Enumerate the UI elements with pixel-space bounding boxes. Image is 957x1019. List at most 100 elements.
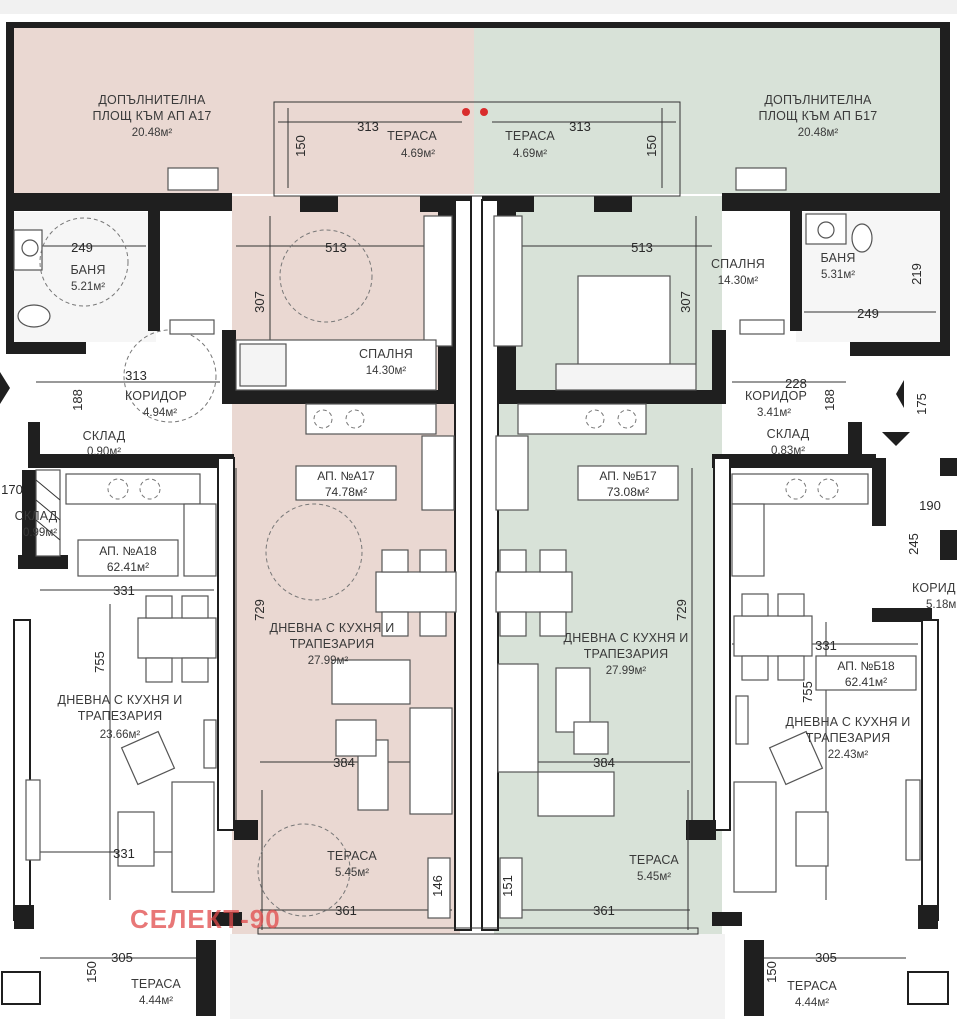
- room-name: ДНЕВНА С КУХНЯ И: [58, 693, 183, 707]
- room-area: 5.45м²: [637, 871, 671, 883]
- apt-area-a17: 74.78м²: [325, 485, 367, 499]
- dimension-label: 729: [674, 599, 689, 621]
- room-name: ДНЕВНА С КУХНЯ И: [564, 631, 689, 645]
- apt-area-a18: 62.41м²: [107, 560, 149, 574]
- zone-extra-a17: [14, 28, 474, 194]
- room-name: ДНЕВНА С КУХНЯ И: [270, 621, 395, 635]
- room-area: 22.43м²: [828, 749, 869, 761]
- dimension-label: 146: [430, 875, 445, 897]
- room-name: ДОПЪЛНИТЕЛНА: [764, 93, 872, 107]
- zone-bottom-strip: [230, 934, 725, 1019]
- room-name: ДОПЪЛНИТЕЛНА: [98, 93, 206, 107]
- room-area: 0.83м²: [771, 445, 805, 457]
- room-area: 5.45м²: [335, 867, 369, 879]
- apt-label-b17: АП. №Б17: [599, 469, 657, 483]
- room-name: ПЛОЩ КЪМ АП А17: [92, 109, 211, 123]
- room-area: 5.21м²: [71, 281, 105, 293]
- zone-extra-b17: [474, 28, 940, 194]
- room-area: 27.99м²: [308, 655, 349, 667]
- apt-label-b18: АП. №Б18: [837, 659, 895, 673]
- room-name: ТЕРАСА: [131, 977, 181, 991]
- room-name: СКЛАД: [767, 427, 810, 441]
- dimension-label: 150: [764, 961, 779, 983]
- dimension-labels: 313 313 150 150 249 249 513 513 307 307 …: [1, 119, 941, 983]
- room-name: КОРИДОР: [125, 389, 187, 403]
- room-name: СПАЛНЯ: [711, 257, 765, 271]
- dimension-label: 755: [92, 651, 107, 673]
- dimension-label: 305: [815, 950, 837, 965]
- dimension-label: 384: [593, 755, 615, 770]
- dimension-label: 219: [909, 263, 924, 285]
- room-name: КОРИДОР: [745, 389, 807, 403]
- room-name: ТРАПЕЗАРИЯ: [806, 731, 891, 745]
- dimension-label: 331: [113, 846, 135, 861]
- dimension-label: 150: [293, 135, 308, 157]
- apt-area-b18: 62.41м²: [845, 675, 887, 689]
- room-name: ТРАПЕЗАРИЯ: [78, 709, 163, 723]
- room-area: 3.41м²: [757, 407, 791, 419]
- room-area: 4.44м²: [795, 997, 829, 1009]
- dimension-label: 331: [815, 638, 837, 653]
- room-name: БАНЯ: [70, 263, 105, 277]
- room-name: ТРАПЕЗАРИЯ: [290, 637, 375, 651]
- furniture: [13, 108, 921, 919]
- dimension-label: 313: [357, 119, 379, 134]
- apt-label-a18: АП. №А18: [99, 544, 157, 558]
- dimension-label: 188: [70, 389, 85, 411]
- room-area: 4.69м²: [513, 148, 547, 160]
- room-area: 23.66м²: [100, 729, 141, 741]
- dimension-label: 190: [919, 498, 941, 513]
- dimension-label: 170: [1, 482, 23, 497]
- room-name: ТРАПЕЗАРИЯ: [584, 647, 669, 661]
- zone-top-strip: [0, 0, 957, 14]
- room-name: КОРИД: [912, 581, 956, 595]
- apt-area-b17: 73.08м²: [607, 485, 649, 499]
- dimension-label: 150: [644, 135, 659, 157]
- room-name: ДНЕВНА С КУХНЯ И: [786, 715, 911, 729]
- dimension-label: 151: [500, 875, 515, 897]
- room-name: ТЕРАСА: [327, 849, 377, 863]
- apt-label-a17: АП. №А17: [317, 469, 375, 483]
- room-name: СКЛАД: [83, 429, 126, 443]
- dimension-label: 175: [914, 393, 929, 415]
- room-name: ТЕРАСА: [505, 129, 555, 143]
- room-name: ТЕРАСА: [629, 853, 679, 867]
- room-area: 4.44м²: [139, 995, 173, 1007]
- room-area: 20.48м²: [132, 127, 173, 139]
- room-area: 5.31м²: [821, 269, 855, 281]
- room-name: ТЕРАСА: [387, 129, 437, 143]
- room-name: ПЛОЩ КЪМ АП Б17: [759, 109, 878, 123]
- dimension-label: 331: [113, 583, 135, 598]
- dimension-label: 249: [857, 306, 879, 321]
- room-name: СПАЛНЯ: [359, 347, 413, 361]
- dimension-label: 313: [569, 119, 591, 134]
- dimension-label: 513: [631, 240, 653, 255]
- room-name: БАНЯ: [820, 251, 855, 265]
- room-labels: ДОПЪЛНИТЕЛНА ПЛОЩ КЪМ АП А17 20.48м² ДОП…: [15, 93, 957, 1009]
- room-area: 14.30м²: [718, 275, 759, 287]
- dimension-label: 305: [111, 950, 133, 965]
- dimension-label: 361: [593, 903, 615, 918]
- dimension-label: 228: [785, 376, 807, 391]
- room-area: 4.69м²: [401, 148, 435, 160]
- room-area: 14.30м²: [366, 365, 407, 377]
- room-area: 5.18м: [926, 599, 956, 611]
- dimension-label: 249: [71, 240, 93, 255]
- dimension-label: 729: [252, 599, 267, 621]
- room-area: 0.90м²: [87, 446, 121, 458]
- room-area: 20.48м²: [798, 127, 839, 139]
- walls: [0, 22, 957, 1016]
- room-name: СКЛАД: [15, 509, 58, 523]
- dimension-label: 307: [678, 291, 693, 313]
- dimension-label: 384: [333, 755, 355, 770]
- dimension-label: 361: [335, 903, 357, 918]
- dimension-label: 150: [84, 961, 99, 983]
- dimension-label: 245: [906, 533, 921, 555]
- dimension-label: 313: [125, 368, 147, 383]
- dimension-label: 755: [800, 681, 815, 703]
- dimension-label: 188: [822, 389, 837, 411]
- room-area: 27.99м²: [606, 665, 647, 677]
- apartment-labels: АП. №А17 74.78м² АП. №Б17 73.08м² АП. №А…: [77, 465, 917, 691]
- dimension-label: 307: [252, 291, 267, 313]
